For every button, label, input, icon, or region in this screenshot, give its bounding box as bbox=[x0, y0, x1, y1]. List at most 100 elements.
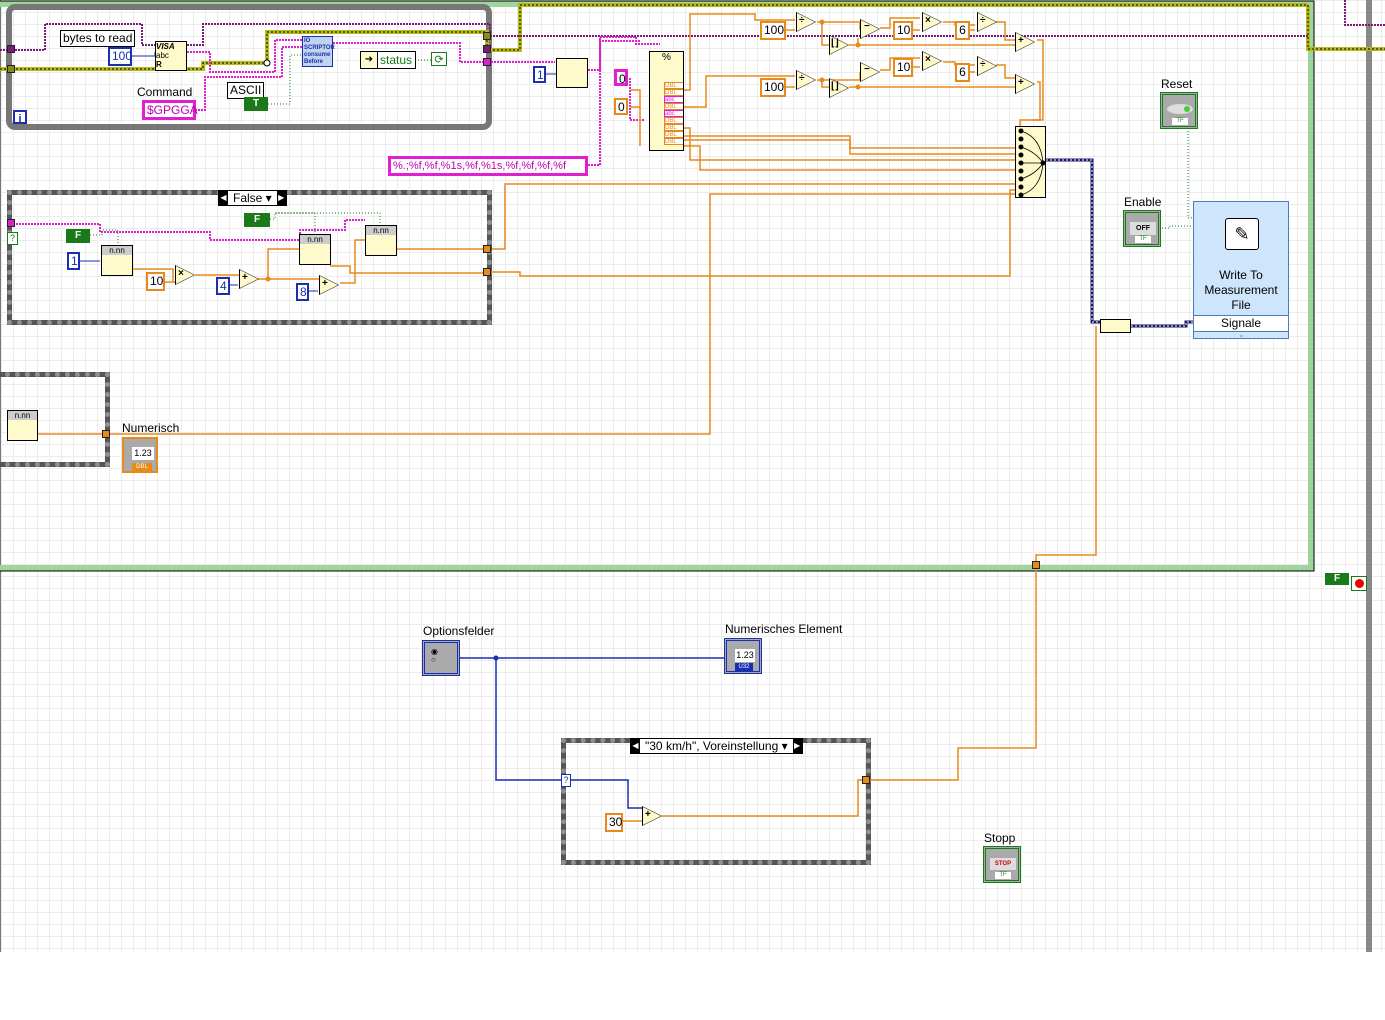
case-output-tunnel-1 bbox=[483, 245, 491, 253]
bundle-node[interactable] bbox=[1100, 319, 1131, 333]
stop-condition-icon[interactable] bbox=[1351, 576, 1367, 591]
multiply-node-2[interactable] bbox=[922, 51, 942, 71]
bool-constant-f-2[interactable]: F bbox=[244, 213, 270, 227]
case-structure-speed[interactable] bbox=[561, 738, 871, 865]
error-tunnel-left bbox=[7, 65, 15, 73]
case-add-node-1[interactable] bbox=[239, 269, 259, 289]
signale-input-terminal[interactable]: Signale bbox=[1194, 315, 1288, 332]
write-file-pencil-icon: ✎ bbox=[1225, 218, 1259, 250]
scan-output-terminal: DBL bbox=[664, 138, 683, 145]
divisor-constant-2[interactable]: 100 bbox=[760, 78, 786, 97]
mult-constant-2[interactable]: 10 bbox=[893, 58, 913, 77]
div-constant-1[interactable]: 6 bbox=[955, 21, 970, 40]
format-string-constant[interactable]: %.;%f,%f,%1s,%f,%1s,%f,%f,%f,%f bbox=[388, 156, 588, 176]
scriptor-line4: Before bbox=[304, 59, 324, 65]
speed-case-next-arrow[interactable]: ▶ bbox=[792, 739, 802, 753]
visa-read-node[interactable]: VISA abc R bbox=[155, 41, 187, 71]
bool-constant-f-1[interactable]: F bbox=[66, 229, 90, 243]
multiply-node-1[interactable] bbox=[922, 12, 942, 32]
frac-exp-string-node-3[interactable]: n.nn bbox=[365, 225, 397, 256]
block-diagram-canvas[interactable] bbox=[0, 0, 1385, 952]
string-tunnel-right bbox=[483, 58, 491, 66]
stop-bool-constant[interactable]: F bbox=[1325, 573, 1349, 585]
speed-constant[interactable]: 30 bbox=[605, 813, 623, 832]
zero-constant-2[interactable]: 0 bbox=[614, 98, 628, 115]
frac-exp-string-node-1[interactable]: n.nn bbox=[101, 245, 133, 276]
stopp-type: TF bbox=[995, 872, 1011, 879]
bytes-to-read-constant[interactable]: 100 bbox=[108, 47, 132, 66]
case-multiply-node[interactable] bbox=[175, 265, 195, 285]
divide-node-2[interactable] bbox=[977, 12, 997, 32]
case-prev-arrow[interactable]: ◀ bbox=[219, 191, 228, 205]
add-node-1[interactable] bbox=[1015, 32, 1035, 52]
write-to-measurement-file-express-vi[interactable]: ✎ Write To Measurement File Signale ⌄ bbox=[1193, 201, 1289, 339]
visa-wire bbox=[0, 23, 1308, 51]
visa-read-line3: R bbox=[156, 60, 162, 69]
divide-node-3[interactable] bbox=[796, 70, 816, 90]
numerisch-label: Numerisch bbox=[122, 421, 180, 435]
case-add-constant-1[interactable]: 4 bbox=[216, 277, 230, 295]
reset-button-terminal[interactable]: TF bbox=[1160, 92, 1198, 129]
numerisches-element-type: U32 bbox=[735, 663, 753, 671]
scriptor-line3: consume bbox=[304, 52, 331, 58]
reset-type: TF bbox=[1172, 118, 1188, 125]
stopp-value: STOP bbox=[990, 858, 1016, 870]
merge-signals-node[interactable] bbox=[1015, 126, 1046, 198]
divide-node-1[interactable] bbox=[796, 12, 816, 32]
status-unbundle[interactable]: ➜ status bbox=[360, 51, 416, 69]
case-add-constant-2[interactable]: 8 bbox=[296, 283, 309, 301]
enable-value: OFF bbox=[1130, 222, 1156, 235]
case-index-constant[interactable]: 1 bbox=[67, 252, 80, 270]
case-add-node-2[interactable] bbox=[319, 275, 339, 295]
scan-output-terminal: DBL bbox=[664, 103, 683, 110]
numerisch-value: 1.23 bbox=[132, 447, 154, 460]
case-selector-speed[interactable]: ◀ "30 km/h", Voreinstellung ▾ ▶ bbox=[630, 738, 803, 754]
node-label: n.nn bbox=[300, 235, 330, 244]
mult-constant-1[interactable]: 10 bbox=[893, 21, 913, 40]
outer-loop-output-tunnel bbox=[1032, 561, 1040, 569]
round-node-2[interactable] bbox=[829, 78, 849, 98]
io-scriptor-node[interactable]: IO SCRIPTOR consume Before bbox=[302, 36, 335, 67]
visa-tunnel-left bbox=[7, 45, 15, 53]
speed-add-node[interactable] bbox=[642, 806, 662, 826]
string-subset-node[interactable] bbox=[556, 58, 588, 88]
reset-label: Reset bbox=[1161, 77, 1193, 91]
subtract-node-2[interactable] bbox=[860, 62, 880, 82]
add-node-2[interactable] bbox=[1015, 74, 1035, 94]
speed-case-prev-arrow[interactable]: ◀ bbox=[631, 739, 640, 753]
frac-exp-string-node-4[interactable]: n.nn bbox=[7, 410, 38, 441]
numerisch-indicator[interactable]: 1.23 DBL bbox=[122, 437, 158, 473]
radio-options-icon: ◉○ bbox=[431, 647, 438, 664]
case-selector-false[interactable]: ◀ False ▾ ▶ bbox=[218, 190, 287, 206]
subtract-node-1[interactable] bbox=[860, 19, 880, 39]
divisor-constant-1[interactable]: 100 bbox=[760, 21, 786, 40]
expand-chevron-icon[interactable]: ⌄ bbox=[1238, 330, 1245, 339]
scan-percent-icon: % bbox=[662, 52, 671, 63]
speed-case-selector-terminal: ? bbox=[561, 774, 571, 787]
speed-case-selector-label: "30 km/h", Voreinstellung bbox=[645, 739, 779, 753]
ascii-bool-constant[interactable]: T bbox=[244, 97, 268, 111]
index-constant[interactable]: 1 bbox=[533, 66, 546, 83]
round-node-1[interactable] bbox=[829, 35, 849, 55]
zero-constant-1[interactable]: 0 bbox=[614, 69, 628, 86]
command-constant[interactable]: $GPGGA bbox=[142, 100, 198, 120]
numerisches-element-indicator[interactable]: 1.23 U32 bbox=[724, 638, 762, 674]
case-mult-constant[interactable]: 10 bbox=[146, 272, 165, 291]
stopp-button-terminal[interactable]: STOP TF bbox=[983, 846, 1021, 883]
divide-node-4[interactable] bbox=[977, 56, 997, 76]
write-file-title-3: File bbox=[1231, 298, 1251, 312]
loop-condition-icon[interactable]: ⟳ bbox=[431, 52, 447, 66]
div-constant-2[interactable]: 6 bbox=[955, 63, 970, 82]
enable-switch-terminal[interactable]: OFF TF bbox=[1123, 210, 1161, 247]
node-label: n.nn bbox=[102, 246, 132, 255]
frac-exp-string-node-2[interactable]: n.nn bbox=[299, 234, 331, 265]
case-next-arrow[interactable]: ▶ bbox=[276, 191, 286, 205]
case-structure-false[interactable] bbox=[7, 190, 492, 325]
numerisches-element-label: Numerisches Element bbox=[725, 622, 843, 636]
dbl-wires bbox=[37, 13, 1097, 822]
scriptor-line2: SCRIPTOR bbox=[304, 45, 335, 51]
scan-output-terminal: DBL bbox=[664, 117, 683, 124]
left-case-output-tunnel bbox=[102, 430, 110, 438]
optionsfelder-control[interactable]: ◉○ bbox=[422, 640, 460, 676]
